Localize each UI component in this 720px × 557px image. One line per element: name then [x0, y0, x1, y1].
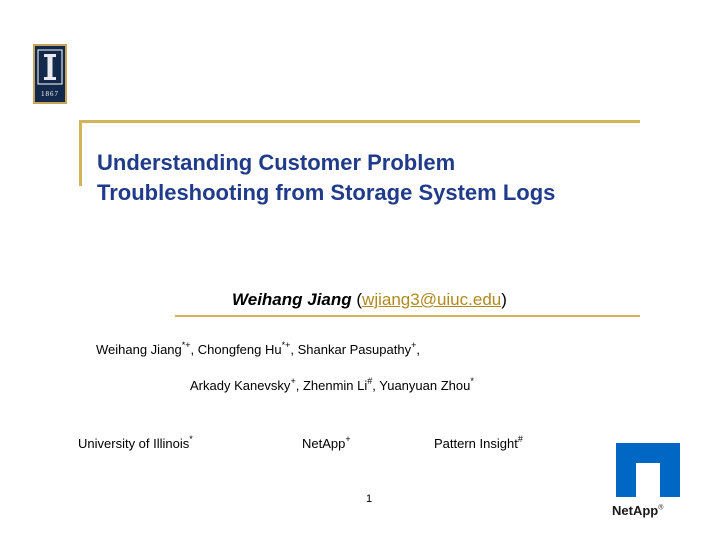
author-separator: ,: [295, 378, 303, 393]
presenter-open-paren: (: [351, 290, 363, 309]
author-name: Weihang Jiang: [96, 342, 182, 357]
affiliation-mark: *: [189, 434, 193, 444]
author-separator: ,: [416, 342, 420, 357]
author-separator: ,: [290, 342, 298, 357]
author-affiliation-mark: +: [411, 340, 417, 350]
affiliation-name: University of Illinois: [78, 436, 190, 451]
author-affiliation-mark: *+: [181, 340, 191, 350]
title-line-1: Understanding Customer Problem: [97, 150, 456, 175]
seal-year: 1867: [41, 90, 59, 98]
author-name: Shankar Pasupathy: [297, 342, 412, 357]
title-frame-top: [79, 120, 640, 123]
author-separator: ,: [372, 378, 380, 393]
title-frame-left: [79, 120, 82, 186]
author-list-line-1: Weihang Jiang*+, Chongfeng Hu*+, Shankar…: [96, 340, 420, 358]
netapp-trademark: ®: [658, 504, 664, 512]
page-number: 1: [366, 493, 373, 505]
affiliation-name: NetApp: [302, 436, 346, 451]
presenter-close-paren: ): [501, 290, 507, 309]
netapp-wordmark: NetApp®: [612, 503, 663, 518]
author-separator: ,: [190, 342, 198, 357]
author-affiliation-mark: *: [470, 376, 474, 386]
affiliation-pattern-insight: Pattern Insight#: [434, 434, 523, 452]
affiliation-university-of-illinois: University of Illinois*: [78, 434, 193, 452]
netapp-logo: NetApp®: [612, 443, 684, 519]
slide-title: Understanding Customer Problem Troublesh…: [97, 148, 697, 208]
presenter-email-link[interactable]: wjiang3@uiuc.edu: [362, 290, 502, 309]
author-name: Zhenmin Li: [302, 378, 368, 393]
presenter-divider: [175, 315, 640, 317]
author-affiliation-mark: *+: [281, 340, 291, 350]
presenter-line: Weihang Jiang (wjiang3@uiuc.edu): [232, 290, 507, 310]
author-affiliation-mark: +: [290, 376, 296, 386]
author-affiliation-mark: #: [367, 376, 373, 386]
title-line-2: Troubleshooting from Storage System Logs: [97, 180, 556, 205]
affiliation-netapp: NetApp+: [302, 434, 351, 452]
author-name: Arkady Kanevsky: [190, 378, 291, 393]
university-seal-logo: 1867: [33, 44, 67, 104]
netapp-wordmark-text: NetApp: [612, 503, 659, 518]
presenter-name: Weihang Jiang: [232, 290, 352, 309]
author-name: Yuanyuan Zhou: [379, 378, 471, 393]
affiliation-mark: #: [517, 434, 523, 444]
affiliation-mark: +: [345, 434, 351, 444]
author-list-line-2: Arkady Kanevsky+, Zhenmin Li#, Yuanyuan …: [190, 376, 474, 394]
netapp-n-mark-icon: [616, 443, 680, 497]
affiliation-name: Pattern Insight: [434, 436, 518, 451]
author-name: Chongfeng Hu: [197, 342, 282, 357]
